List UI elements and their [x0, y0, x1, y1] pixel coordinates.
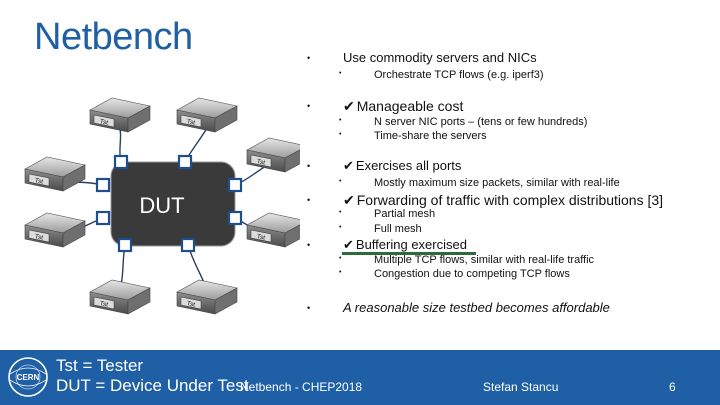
- server-label: Tst: [34, 233, 44, 241]
- dut-port: [227, 177, 243, 193]
- sub-bullet-dot: •: [339, 117, 342, 124]
- cern-logo-icon: CERN: [8, 357, 48, 397]
- checkmark-icon: ✔: [343, 192, 355, 208]
- server-icon: Tst: [176, 97, 238, 133]
- server-icon: Tst: [24, 212, 86, 248]
- sub-bullet-text: N server NIC ports – (tens or few hundre…: [374, 116, 588, 128]
- dut-port: [177, 154, 193, 170]
- sub-bullet-text: Multiple TCP flows, similar with real-li…: [374, 254, 595, 266]
- sub-bullet-dot: •: [339, 255, 342, 262]
- bullet-text: ✔Exercises all ports: [343, 158, 461, 174]
- bullet-text: A reasonable size testbed becomes afford…: [343, 300, 610, 315]
- bullet-label: Exercises all ports: [355, 158, 462, 173]
- sub-bullet-dot: •: [339, 70, 342, 77]
- bullet-text: ✔Buffering exercised: [343, 237, 467, 253]
- sub-bullet-text: Time-share the servers: [374, 130, 487, 142]
- slide-title: Netbench: [34, 16, 193, 58]
- bullet-text: ✔Forwarding of traffic with complex dist…: [343, 192, 663, 209]
- bullet-text: Use commodity servers and NICs: [343, 50, 537, 65]
- dut-port: [95, 177, 111, 193]
- dut-label: DUT: [139, 193, 184, 218]
- sub-bullet-text: Partial mesh: [374, 208, 436, 220]
- svg-text:CERN: CERN: [17, 373, 40, 382]
- sub-bullet-dot: •: [339, 209, 342, 216]
- bullet-dot: •: [307, 53, 311, 63]
- dut-port: [117, 237, 133, 253]
- dut-port: [180, 237, 196, 253]
- server-label: Tst: [99, 118, 109, 126]
- sub-bullet-dot: •: [339, 269, 342, 276]
- dut-port: [227, 210, 243, 226]
- bullet-dot: •: [307, 303, 311, 313]
- bullet-label: A reasonable size testbed becomes afford…: [343, 300, 610, 315]
- server-icon: Tst: [246, 137, 300, 173]
- dut-port: [113, 154, 129, 170]
- sub-bullet-dot: •: [339, 178, 342, 185]
- checkmark-icon: ✔: [343, 237, 354, 252]
- sub-bullet-text: Full mesh: [374, 223, 422, 235]
- sub-bullet-text: Mostly maximum size packets, similar wit…: [374, 177, 620, 189]
- highlight-underline: [342, 252, 476, 255]
- server-label: Tst: [256, 158, 266, 166]
- server-label: Tst: [99, 300, 109, 308]
- server-icon: Tst: [89, 97, 151, 133]
- server-icon: Tst: [176, 279, 238, 315]
- bullet-label: Use commodity servers and NICs: [343, 50, 537, 65]
- sub-bullet-text: Congestion due to competing TCP flows: [374, 268, 570, 280]
- sub-bullet-dot: •: [339, 131, 342, 138]
- bullet-dot: •: [307, 240, 311, 250]
- footer-bar: CERN Tst = Tester DUT = Device Under Tes…: [0, 350, 720, 405]
- footer-author: Stefan Stancu: [483, 380, 559, 394]
- server-label: Tst: [186, 118, 196, 126]
- dut-port: [95, 210, 111, 226]
- bullet-dot: •: [307, 195, 311, 205]
- server-icon: Tst: [24, 156, 86, 192]
- sub-bullet-text: Orchestrate TCP flows (e.g. iperf3): [374, 69, 544, 81]
- bullet-dot: •: [307, 161, 311, 171]
- dut-ports: [95, 154, 243, 253]
- bullet-dot: •: [307, 101, 311, 111]
- server-label: Tst: [256, 233, 266, 241]
- bullet-text: ✔Manageable cost: [343, 98, 463, 115]
- legend-dut: DUT = Device Under Test: [56, 376, 249, 395]
- bullet-list: •Use commodity servers and NICs•Orchestr…: [307, 50, 663, 315]
- checkmark-icon: ✔: [343, 98, 355, 114]
- dut-box: [110, 161, 236, 247]
- checkmark-icon: ✔: [343, 158, 354, 173]
- server-icon: Tst: [246, 212, 300, 248]
- legend-tester: Tst = Tester: [56, 356, 144, 375]
- server-icon: Tst: [89, 279, 151, 315]
- bullet-label: Manageable cost: [356, 98, 464, 114]
- sub-bullet-dot: •: [339, 224, 342, 231]
- bullet-label: Forwarding of traffic with complex distr…: [356, 192, 664, 208]
- footer-title: Netbench - CHEP2018: [240, 380, 363, 394]
- bullet-label: Buffering exercised: [355, 237, 467, 252]
- page-number: 6: [669, 380, 676, 394]
- server-label: Tst: [34, 177, 44, 185]
- server-label: Tst: [186, 300, 196, 308]
